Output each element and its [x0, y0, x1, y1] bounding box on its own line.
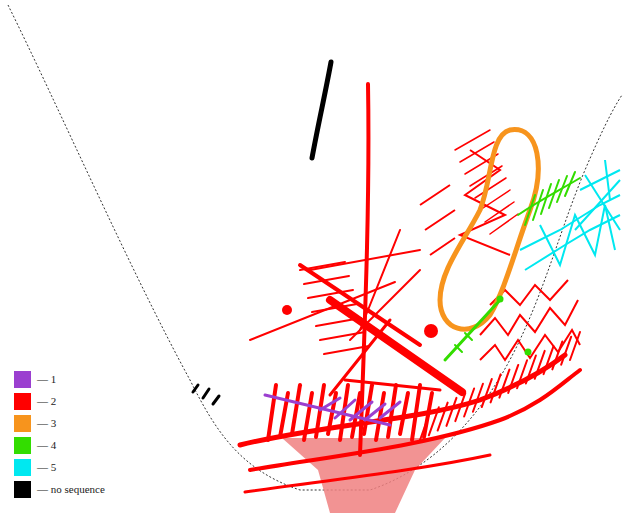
legend-swatch	[14, 437, 31, 454]
legend-swatch	[14, 415, 31, 432]
green-dot	[497, 296, 504, 303]
cyan-engravings	[520, 160, 620, 270]
legend-entry: — 4	[14, 434, 105, 456]
legend-entry: — 3	[14, 412, 105, 434]
red-dot	[424, 324, 438, 338]
legend-label: — 2	[37, 395, 56, 407]
legend-label: — 5	[37, 461, 56, 473]
legend-entry: — 2	[14, 390, 105, 412]
legend-entry: — no sequence	[14, 478, 105, 500]
legend-swatch	[14, 393, 31, 410]
black-marks	[193, 385, 219, 404]
red-engravings	[240, 84, 580, 492]
green-dot	[525, 349, 532, 356]
legend-swatch	[14, 371, 31, 388]
orange-loop	[440, 130, 538, 330]
purple-engravings	[265, 395, 400, 425]
legend-entry: — 5	[14, 456, 105, 478]
legend-label: — no sequence	[37, 483, 105, 495]
legend-entry: — 1	[14, 368, 105, 390]
red-dot	[282, 305, 292, 315]
black-stroke	[312, 62, 331, 158]
legend-swatch	[14, 459, 31, 476]
legend-swatch	[14, 481, 31, 498]
legend: — 1 — 2 — 3 — 4 — 5 — no sequence	[14, 368, 105, 500]
red-hatching	[268, 130, 580, 440]
legend-label: — 1	[37, 373, 56, 385]
legend-label: — 4	[37, 439, 56, 451]
rock-outline	[8, 5, 622, 490]
legend-label: — 3	[37, 417, 56, 429]
